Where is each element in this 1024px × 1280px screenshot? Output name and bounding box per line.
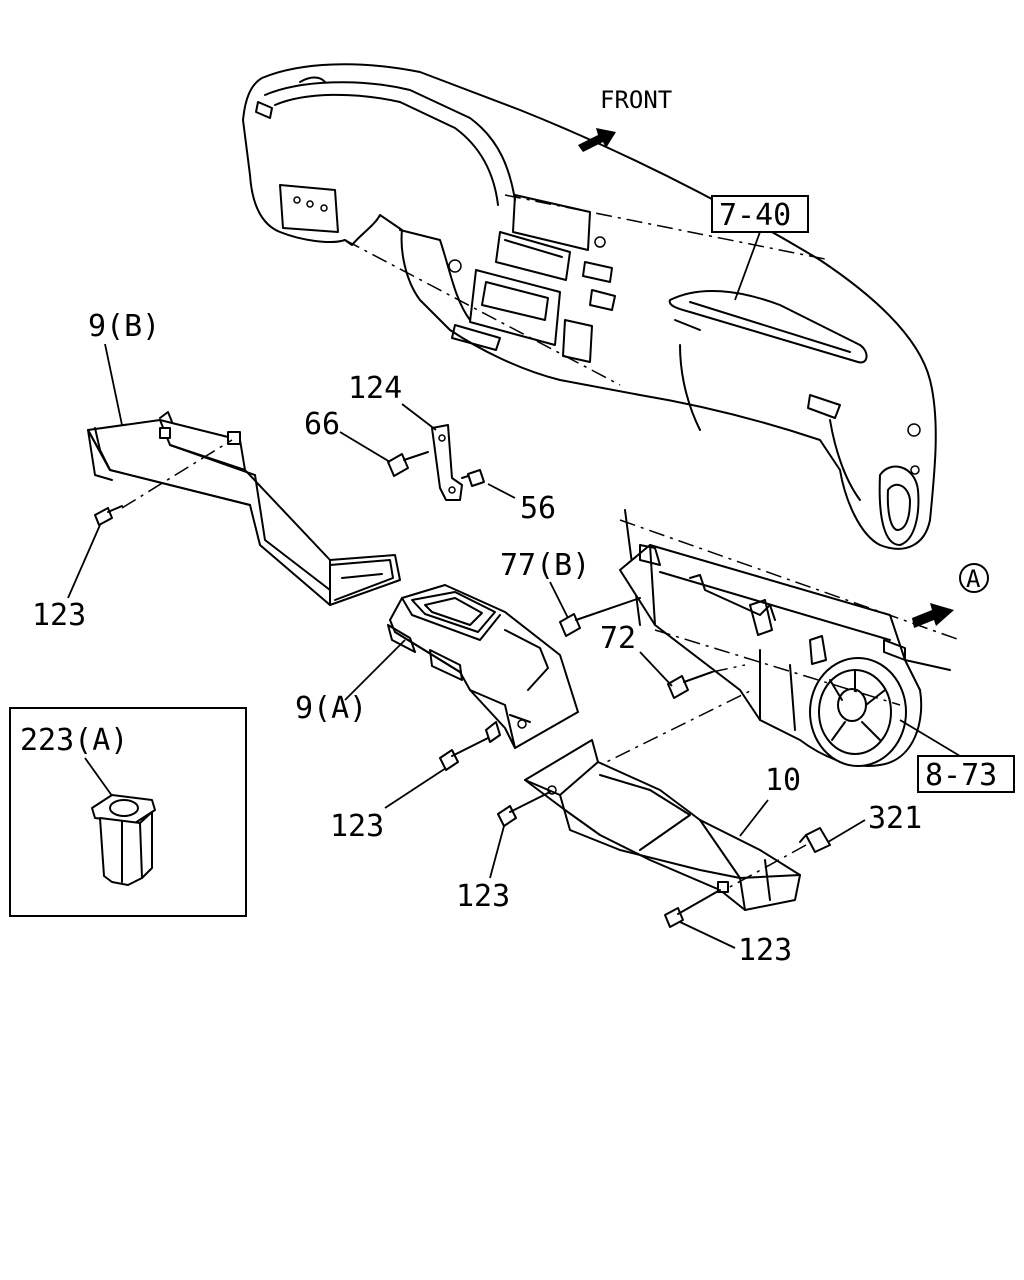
front-arrow-icon [578,128,616,152]
bolt-66 [387,451,429,477]
alignment-line-1 [344,239,621,386]
part-label-123-c: 123 [456,879,510,914]
part-label-123-d: 123 [738,933,792,968]
part-label-77b: 77(B) [500,548,590,583]
svg-text:7-40: 7-40 [719,198,791,233]
nut-56 [461,469,485,487]
alignment-line-3 [121,439,233,509]
part-label-10: 10 [765,763,801,798]
duct-10 [524,739,801,911]
part-label-9a: 9(A) [295,691,367,726]
clip-321 [799,827,831,853]
screw-123-c [497,791,551,827]
screw-123-a [94,505,123,526]
bolt-77b [559,597,641,637]
bracket-124 [431,424,463,501]
part-label-123-a: 123 [32,598,86,633]
part-label-123-b: 123 [330,809,384,844]
ref-box-8-73: 8-73 [899,719,1015,793]
front-label: FRONT [600,86,672,114]
dashboard-panel [242,63,937,550]
screw-123-b [439,737,489,771]
inset-223a: 223(A) [9,707,247,917]
bolt-72 [667,671,713,699]
alignment-line-5 [654,629,901,706]
clip-nut-223a [91,794,156,886]
part-label-66: 66 [304,407,340,442]
duct-9b [87,411,401,606]
alignment-line-8 [727,844,807,889]
part-label-9b: 9(B) [88,309,160,344]
duct-9a [387,584,579,749]
alignment-line-2 [504,194,831,261]
svg-text:8-73: 8-73 [925,758,997,793]
svg-text:A: A [966,565,981,593]
part-label-321: 321 [868,801,922,836]
part-label-72: 72 [600,621,636,656]
screw-123-d [664,889,721,928]
view-a-marker: A [959,563,989,593]
part-label-124: 124 [348,371,402,406]
view-a-arrow-icon [912,603,954,628]
alignment-line-6 [711,664,746,673]
ref-box-7-40: 7-40 [711,195,809,301]
part-label-56: 56 [520,491,556,526]
inset-label: 223(A) [20,723,128,758]
